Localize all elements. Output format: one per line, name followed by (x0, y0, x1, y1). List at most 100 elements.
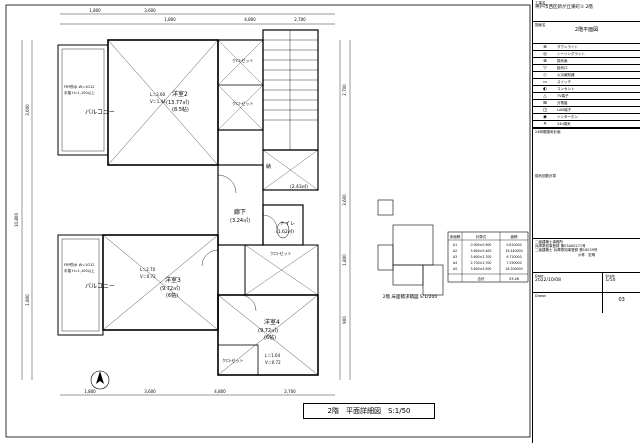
area-row-5-val: 16.200000 (505, 267, 522, 271)
room-label-balcony-2: バルコニー (85, 283, 115, 290)
legend-row: ◫LAN端子 (533, 107, 640, 114)
room-label-western-2: 洋室2 (172, 90, 188, 98)
north-arrow-icon (90, 370, 110, 390)
drawing-name-label: 図面名 (535, 23, 546, 27)
dim-bottom-3: 4,800 (214, 389, 226, 394)
legend-row: ◐コンセント (533, 86, 640, 93)
light-ratio-4: L＝1.64 (265, 353, 281, 358)
drawing-name: 2階平面図 (574, 27, 599, 34)
dim-bottom-1: 1,800 (84, 389, 96, 394)
legend-list: ⊕ダウンライト ◎シーリングライト ⊗換気扇 ▽給気口 ◇火災報知器 ▭スイッチ… (533, 44, 640, 129)
room-area-western-2: (13.77㎡) (166, 99, 189, 106)
area-table: 床面積 計算式 面積 A1 0.900×0.900 0.810000 A2 3.… (447, 231, 529, 283)
area-row-3-val: 9.720000 (506, 255, 521, 259)
room-label-western-3: 洋室3 (165, 276, 181, 284)
room-label-balcony-1: バルコニー (85, 109, 115, 116)
area-row-3-id: A3 (453, 255, 457, 259)
legend-symbol-icon: ◉ (543, 114, 547, 120)
ventilation-cell: 24時間換気計画 換気回数計算 (533, 129, 640, 239)
legend-text: インターホン (557, 114, 578, 119)
room-label-hallway: 廊下 (234, 208, 246, 216)
room-area-western-4: (9.72㎡) (258, 327, 278, 334)
legend-row: △ TV端子 (533, 93, 640, 100)
architect-registration: 二級建築士 兵庫県知事登録 第18239号 (535, 248, 598, 253)
drawn-label: Drawn (535, 294, 547, 298)
dim-left-1: 10,800 (14, 213, 19, 227)
area-row-5-id: A5 (453, 267, 457, 271)
area-row-1-calc: 0.900×0.900 (471, 243, 492, 247)
legend-text: 火災報知器 (557, 72, 575, 77)
dim-bottom-2: 3,600 (144, 389, 156, 394)
legend-symbol-icon: ✕ (543, 121, 547, 127)
note-balcony-1a: FRP防水 W=1G12 (64, 84, 94, 89)
area-header-1: 床面積 (450, 234, 461, 239)
legend-symbol-icon: ◫ (542, 107, 548, 113)
dim-top-3: 3,600 (144, 8, 156, 13)
area-row-1-id: A1 (453, 243, 457, 247)
light-ratio-3: L＝2.70 (140, 267, 156, 272)
dim-left-2: 3,600 (25, 104, 30, 116)
legend-symbol-icon: ▽ (543, 65, 547, 71)
legend-text: 分電盤 (557, 100, 568, 105)
dim-left-3: 1,800 (25, 294, 30, 306)
hallway-walls (217, 164, 264, 246)
drawing-name-cell: 図面名 2階平面図 (533, 22, 640, 44)
closet-label-1: クロ-ゼット (232, 57, 253, 63)
legend-row: ⊞分電盤 (533, 100, 640, 107)
area-plan-title: 2階 床面積求積図 S:1/200 (383, 293, 438, 300)
closet-label-3: クロ-ゼット (270, 250, 291, 256)
room-tatami-western-4: (6帖) (264, 334, 276, 341)
legend-row: ⊕ ダウンライト (533, 44, 640, 51)
area-row-2-calc: 3.600×5.400 (471, 249, 492, 253)
vent-ratio-3: V＝0.72 (140, 274, 156, 279)
room-area-hallway: (3.24㎡) (230, 217, 250, 224)
room-area-western-3: (9.72㎡) (160, 285, 180, 292)
balcony-1-outline (57, 44, 109, 156)
floor-plan: 1,800 1,800 3,600 4,800 2,700 10,800 3,6… (5, 4, 531, 438)
date-label: Date (535, 274, 544, 278)
note-balcony-2a: FRP防水 W=1G12 (64, 262, 94, 267)
vent-ratio-4: V＝0.72 (265, 360, 281, 365)
dim-top-4: 4,800 (244, 17, 256, 22)
legend-row: ◎シーリングライト (533, 51, 640, 58)
legend-text: スイッチ (557, 79, 571, 84)
area-row-4-id: A4 (453, 261, 457, 265)
legend-row: ⊗換気扇 (533, 58, 640, 65)
dim-top-5: 2,700 (294, 17, 306, 22)
project-cell: 工事名 神戸市西区新が丘東町① 2階 (533, 0, 640, 22)
legend-text: ダウンライト (557, 44, 578, 49)
legend-symbol-icon: ⊕ (543, 44, 547, 50)
room-label-storage: 納 (266, 163, 271, 170)
dim-right-3: 1,800 (342, 254, 347, 266)
area-row-1-val: 0.810000 (506, 243, 521, 247)
architect-name: 小林 宏明 (577, 252, 596, 257)
vent-ratio-1: V＝1.44 (150, 99, 166, 104)
legend-text: 換気扇 (557, 58, 568, 63)
legend-text: TV端子 (557, 93, 569, 98)
room-tatami-western-3: (6帖) (166, 292, 178, 299)
drawn-cell: Drawn 03 (533, 293, 640, 313)
area-row-5-calc: 3.600×4.500 (471, 267, 492, 271)
date-scale-cell: Date 2022/10/08 Scale 1/50 (533, 273, 640, 293)
project-label: 工事名 (535, 1, 546, 5)
office-name: 二級建築士事務所 (535, 240, 563, 244)
legend-symbol-icon: ◎ (543, 51, 547, 57)
area-row-2-val: 19.440000 (505, 249, 522, 253)
project-name: 神戸市西区新が丘東町① 2階 (535, 5, 593, 11)
legend-symbol-icon: ▭ (542, 79, 548, 85)
area-row-4-calc: 2.700×2.700 (471, 261, 492, 265)
drawing-title-box: 2階 平面詳細図 S:1/50 (303, 403, 435, 419)
area-total-value: 53.46 (509, 277, 519, 281)
dim-right-4: 900 (342, 316, 347, 324)
calc-title: 換気回数計算 (535, 174, 556, 179)
legend-symbol-icon: △ (543, 93, 547, 99)
legend-row: ✕24h換気 (533, 121, 640, 128)
area-total-label: 合計 (478, 276, 486, 281)
room-area-toilet: (1.62㎡) (276, 228, 294, 235)
drawing-title: 2階 平面詳細図 S:1/50 (327, 407, 411, 415)
western-room-3-walls (102, 234, 219, 331)
area-row-4-val: 7.290000 (506, 261, 521, 265)
title-block: 工事名 神戸市西区新が丘東町① 2階 図面名 2階平面図 ⊕ ダウンライト ◎シー… (532, 0, 640, 443)
legend-row: ◉ インターホン (533, 114, 640, 121)
